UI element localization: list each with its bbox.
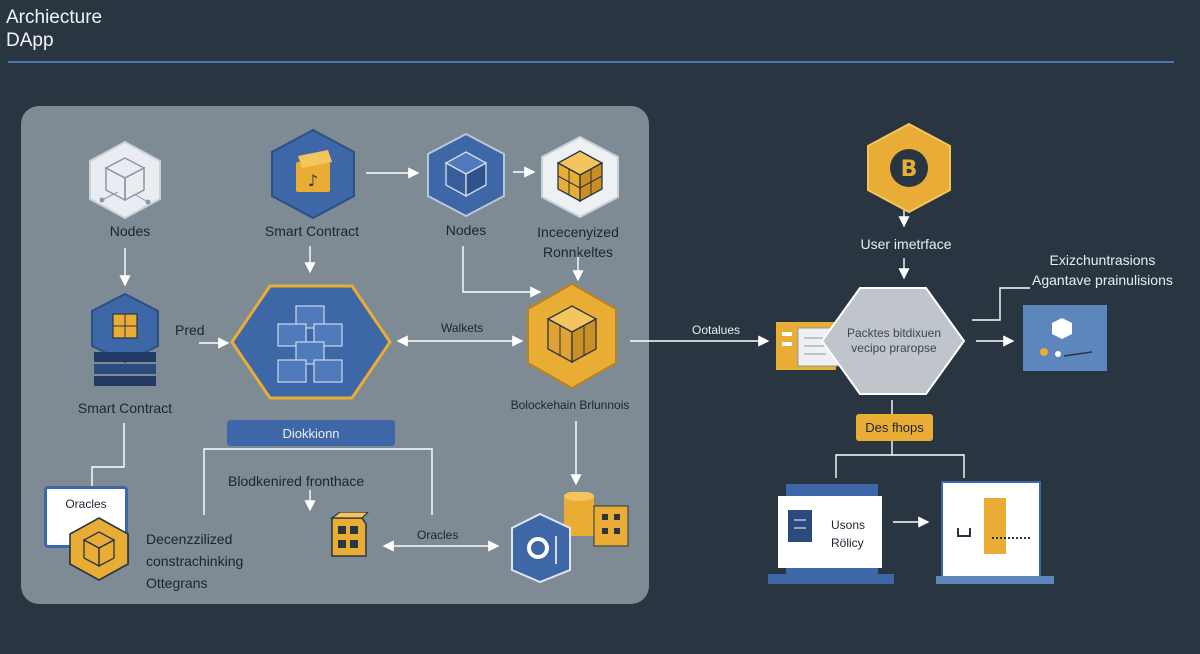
title-divider <box>8 61 1174 63</box>
pred-label: Pred <box>175 322 205 338</box>
hub-line-1: Packtes bitdixuen <box>846 326 942 340</box>
svg-text:B: B <box>901 157 918 182</box>
incentivized-label: Incecenyized Ronnkeltes <box>537 222 619 262</box>
dex-box: Des fhops <box>856 414 933 441</box>
smart-contract-top-label: Smart Contract <box>264 223 360 239</box>
incentive-cube-icon <box>541 135 619 219</box>
blockchain-buttons-label: Bolockehain Brlunnois <box>510 398 630 412</box>
nodes-left-label: Nodes <box>109 223 151 239</box>
incentivized-line-1: Incecenyized <box>537 224 619 240</box>
nodes-top-label: Nodes <box>445 222 487 238</box>
blockchain-bar: Diokkionn <box>227 420 395 446</box>
users-policy-line-1: Usons <box>831 518 866 532</box>
decentralized-line-1: Decenzzilized <box>146 531 233 547</box>
decentralized-line-3: Ottegrans <box>146 575 208 591</box>
blockchain-cube-icon <box>527 282 617 390</box>
hub-label: Packtes bitdixuen vecipo praropse <box>847 326 941 356</box>
node-cube-icon <box>89 140 161 220</box>
wallets-label: Walkets <box>441 321 484 335</box>
blockend-frontface-label: Blodkenired fronthace <box>228 473 365 489</box>
svg-text:♪: ♪ <box>308 171 318 190</box>
user-interface-label: User imetrface <box>860 236 952 252</box>
extra-label: Exizchuntrasions Agantave prainulisions <box>1032 250 1173 290</box>
title-line-2: DApp <box>6 30 54 51</box>
extra-line-1: Exizchuntrasions <box>1049 252 1156 268</box>
outputs-label: Ootalues <box>692 323 741 337</box>
oracles-link-label: Oracles <box>417 528 459 542</box>
hub-line-2: vecipo praropse <box>851 341 937 355</box>
smart-contract-left-label: Smart Contract <box>77 400 173 416</box>
extra-line-2: Agantave prainulisions <box>1032 272 1173 288</box>
decentralized-line-2: constrachinking <box>146 553 244 569</box>
page-title: Archiecture DApp <box>6 6 102 52</box>
hub-hexagon-icon <box>820 287 966 395</box>
title-line-1: Archiecture <box>6 7 103 28</box>
document-monitor-icon <box>936 481 1054 584</box>
cube-cluster-icon <box>230 284 392 400</box>
oracles-card-label: Oracles <box>65 497 107 511</box>
oracle-card-cube-icon <box>69 517 129 581</box>
incentivized-line-2: Ronnkeltes <box>542 244 614 260</box>
gold-cube-icon <box>330 512 369 557</box>
users-policy-line-2: Rölicy <box>831 536 864 550</box>
decentralized-label: Decenzzilized constrachinking Ottegrans <box>146 528 243 594</box>
server-stack-icon <box>91 292 159 386</box>
users-policy-label: Usons Rölicy <box>831 516 865 552</box>
analytics-card-icon <box>1023 305 1107 371</box>
smart-contract-icon: ♪ <box>271 128 355 220</box>
nodes-cube-icon <box>427 132 505 218</box>
bitcoin-hexagon-icon: B <box>867 122 951 214</box>
laptop-policy-icon <box>768 484 894 584</box>
database-icon <box>511 492 629 584</box>
